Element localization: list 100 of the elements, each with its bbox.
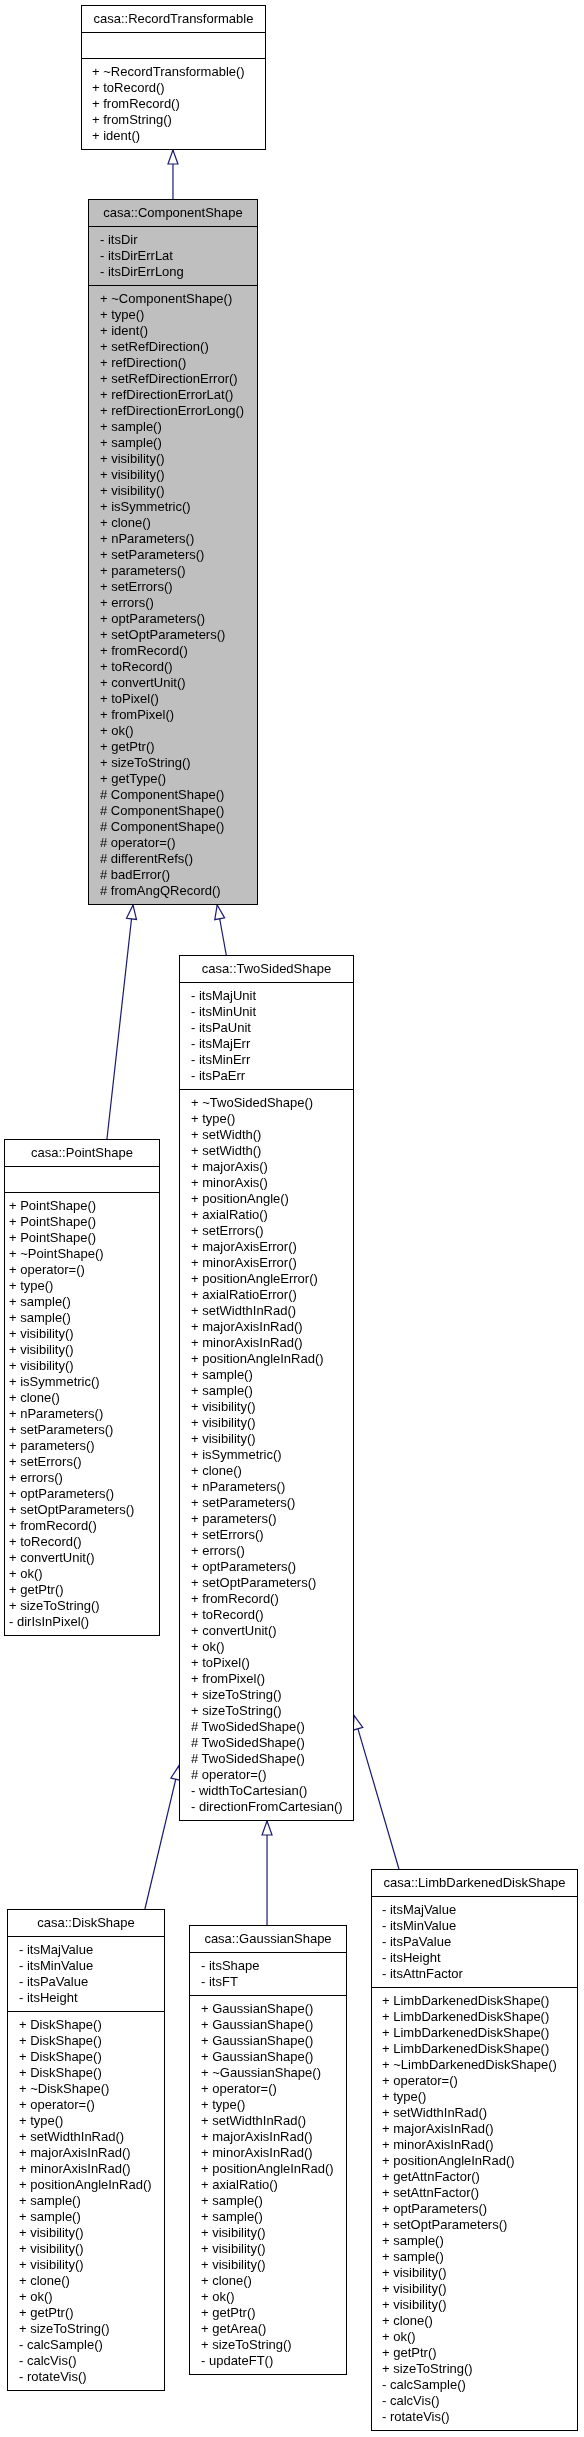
method-name: + nParameters() bbox=[100, 531, 195, 547]
method-name: + visibility() bbox=[19, 2257, 84, 2273]
method-name: + toRecord() bbox=[92, 80, 165, 96]
method-name: + getPtr() bbox=[201, 2305, 256, 2321]
method-name: - calcSample() bbox=[19, 2337, 103, 2353]
method-name: # TwoSidedShape() bbox=[191, 1735, 305, 1751]
method-name: + sample() bbox=[191, 1367, 253, 1383]
method-name: + clone() bbox=[19, 2273, 70, 2289]
attribute-name: - itsMinUnit bbox=[191, 1004, 256, 1020]
method-name: + operator=() bbox=[19, 2097, 95, 2113]
method-name: + majorAxis() bbox=[191, 1159, 268, 1175]
method-name: + visibility() bbox=[100, 451, 165, 467]
method-name: + positionAngleInRad() bbox=[201, 2161, 334, 2177]
method-name: + optParameters() bbox=[191, 1559, 297, 1575]
method-name: + fromRecord() bbox=[100, 643, 188, 659]
method-name: + isSymmetric() bbox=[191, 1447, 282, 1463]
method-name: + getPtr() bbox=[100, 739, 155, 755]
attribute-name: - itsMinErr bbox=[191, 1052, 251, 1068]
method-name: + PointShape() bbox=[9, 1198, 97, 1214]
method-name: # badError() bbox=[100, 867, 171, 883]
method-name: + sizeToString() bbox=[382, 2361, 473, 2377]
method-name: + type() bbox=[201, 2097, 246, 2113]
method-name: + sample() bbox=[19, 2209, 81, 2225]
class-box bbox=[371, 1869, 578, 2431]
method-name: + positionAngleInRad() bbox=[19, 2177, 152, 2193]
method-name: + setParameters() bbox=[191, 1495, 296, 1511]
method-name: + ident() bbox=[100, 323, 149, 339]
method-name: + fromRecord() bbox=[191, 1591, 279, 1607]
attribute-name: - itsPaValue bbox=[19, 1974, 89, 1990]
method-name: + sample() bbox=[191, 1383, 253, 1399]
method-name: + visibility() bbox=[191, 1415, 256, 1431]
method-name: + setOptParameters() bbox=[191, 1575, 317, 1591]
method-name: + minorAxis() bbox=[191, 1175, 268, 1191]
method-name: + ok() bbox=[100, 723, 134, 739]
method-name: - rotateVis() bbox=[382, 2409, 450, 2425]
method-name: + sample() bbox=[382, 2233, 444, 2249]
method-name: + GaussianShape() bbox=[201, 2017, 314, 2033]
method-name: + sizeToString() bbox=[191, 1703, 282, 1719]
method-name: + majorAxisError() bbox=[191, 1239, 297, 1255]
method-name: + ~ComponentShape() bbox=[100, 291, 233, 307]
method-name: + parameters() bbox=[9, 1438, 95, 1454]
method-name: # differentRefs() bbox=[100, 851, 193, 867]
method-name: + nParameters() bbox=[9, 1406, 104, 1422]
method-name: + errors() bbox=[100, 595, 154, 611]
method-name: + visibility() bbox=[201, 2225, 266, 2241]
method-name: + minorAxisError() bbox=[191, 1255, 297, 1271]
method-name: - updateFT() bbox=[201, 2353, 274, 2369]
method-name: + visibility() bbox=[191, 1431, 256, 1447]
method-name: - directionFromCartesian() bbox=[191, 1799, 343, 1815]
method-name: + convertUnit() bbox=[100, 675, 186, 691]
method-name: + fromPixel() bbox=[100, 707, 175, 723]
inheritance-arrow bbox=[214, 904, 227, 956]
method-name: + axialRatio() bbox=[201, 2177, 278, 2193]
method-name: + ~TwoSidedShape() bbox=[191, 1095, 314, 1111]
method-name: + fromString() bbox=[92, 112, 172, 128]
method-name: + GaussianShape() bbox=[201, 2001, 314, 2017]
method-name: + setWidth() bbox=[191, 1143, 262, 1159]
method-name: + clone() bbox=[9, 1390, 60, 1406]
attribute-name: - itsMajValue bbox=[19, 1942, 94, 1958]
class-name: casa::DiskShape bbox=[37, 1915, 135, 1931]
method-name: + toRecord() bbox=[9, 1534, 82, 1550]
inheritance-arrow bbox=[167, 149, 179, 200]
method-name: + sample() bbox=[100, 435, 162, 451]
method-name: + nParameters() bbox=[191, 1479, 286, 1495]
method-name: + ok() bbox=[19, 2289, 53, 2305]
method-name: + setWidth() bbox=[191, 1127, 262, 1143]
method-name: + sample() bbox=[382, 2249, 444, 2265]
method-name: + optParameters() bbox=[382, 2201, 488, 2217]
method-name: + type() bbox=[19, 2113, 64, 2129]
attribute-name: - itsPaErr bbox=[191, 1068, 246, 1084]
method-name: + errors() bbox=[191, 1543, 245, 1559]
method-name: + sizeToString() bbox=[191, 1687, 282, 1703]
method-name: + convertUnit() bbox=[9, 1550, 95, 1566]
method-name: + setAttnFactor() bbox=[382, 2185, 480, 2201]
method-name: + visibility() bbox=[100, 467, 165, 483]
class-box bbox=[81, 5, 266, 150]
method-name: + fromPixel() bbox=[191, 1671, 266, 1687]
method-name: + ~RecordTransformable() bbox=[92, 64, 245, 80]
class-box bbox=[189, 1925, 347, 2375]
method-name: + ok() bbox=[382, 2329, 416, 2345]
method-name: + clone() bbox=[382, 2313, 433, 2329]
method-name: + sample() bbox=[100, 419, 162, 435]
method-name: + parameters() bbox=[191, 1511, 277, 1527]
method-name: + setParameters() bbox=[100, 547, 205, 563]
attribute-name: - itsMajErr bbox=[191, 1036, 251, 1052]
method-name: + type() bbox=[382, 2089, 427, 2105]
method-name: + getArea() bbox=[201, 2321, 267, 2337]
method-name: + toRecord() bbox=[191, 1607, 264, 1623]
class-name: casa::RecordTransformable bbox=[93, 11, 254, 27]
method-name: + positionAngleInRad() bbox=[191, 1351, 324, 1367]
inheritance-arrow bbox=[352, 1714, 400, 1870]
method-name: + positionAngleError() bbox=[191, 1271, 318, 1287]
method-name: + toPixel() bbox=[100, 691, 159, 707]
class-box bbox=[7, 1909, 165, 2391]
method-name: + sample() bbox=[9, 1310, 71, 1326]
method-name: + PointShape() bbox=[9, 1230, 97, 1246]
method-name: + ok() bbox=[191, 1639, 225, 1655]
method-name: + setParameters() bbox=[9, 1422, 114, 1438]
method-name: + positionAngle() bbox=[191, 1191, 289, 1207]
method-name: + sample() bbox=[19, 2193, 81, 2209]
